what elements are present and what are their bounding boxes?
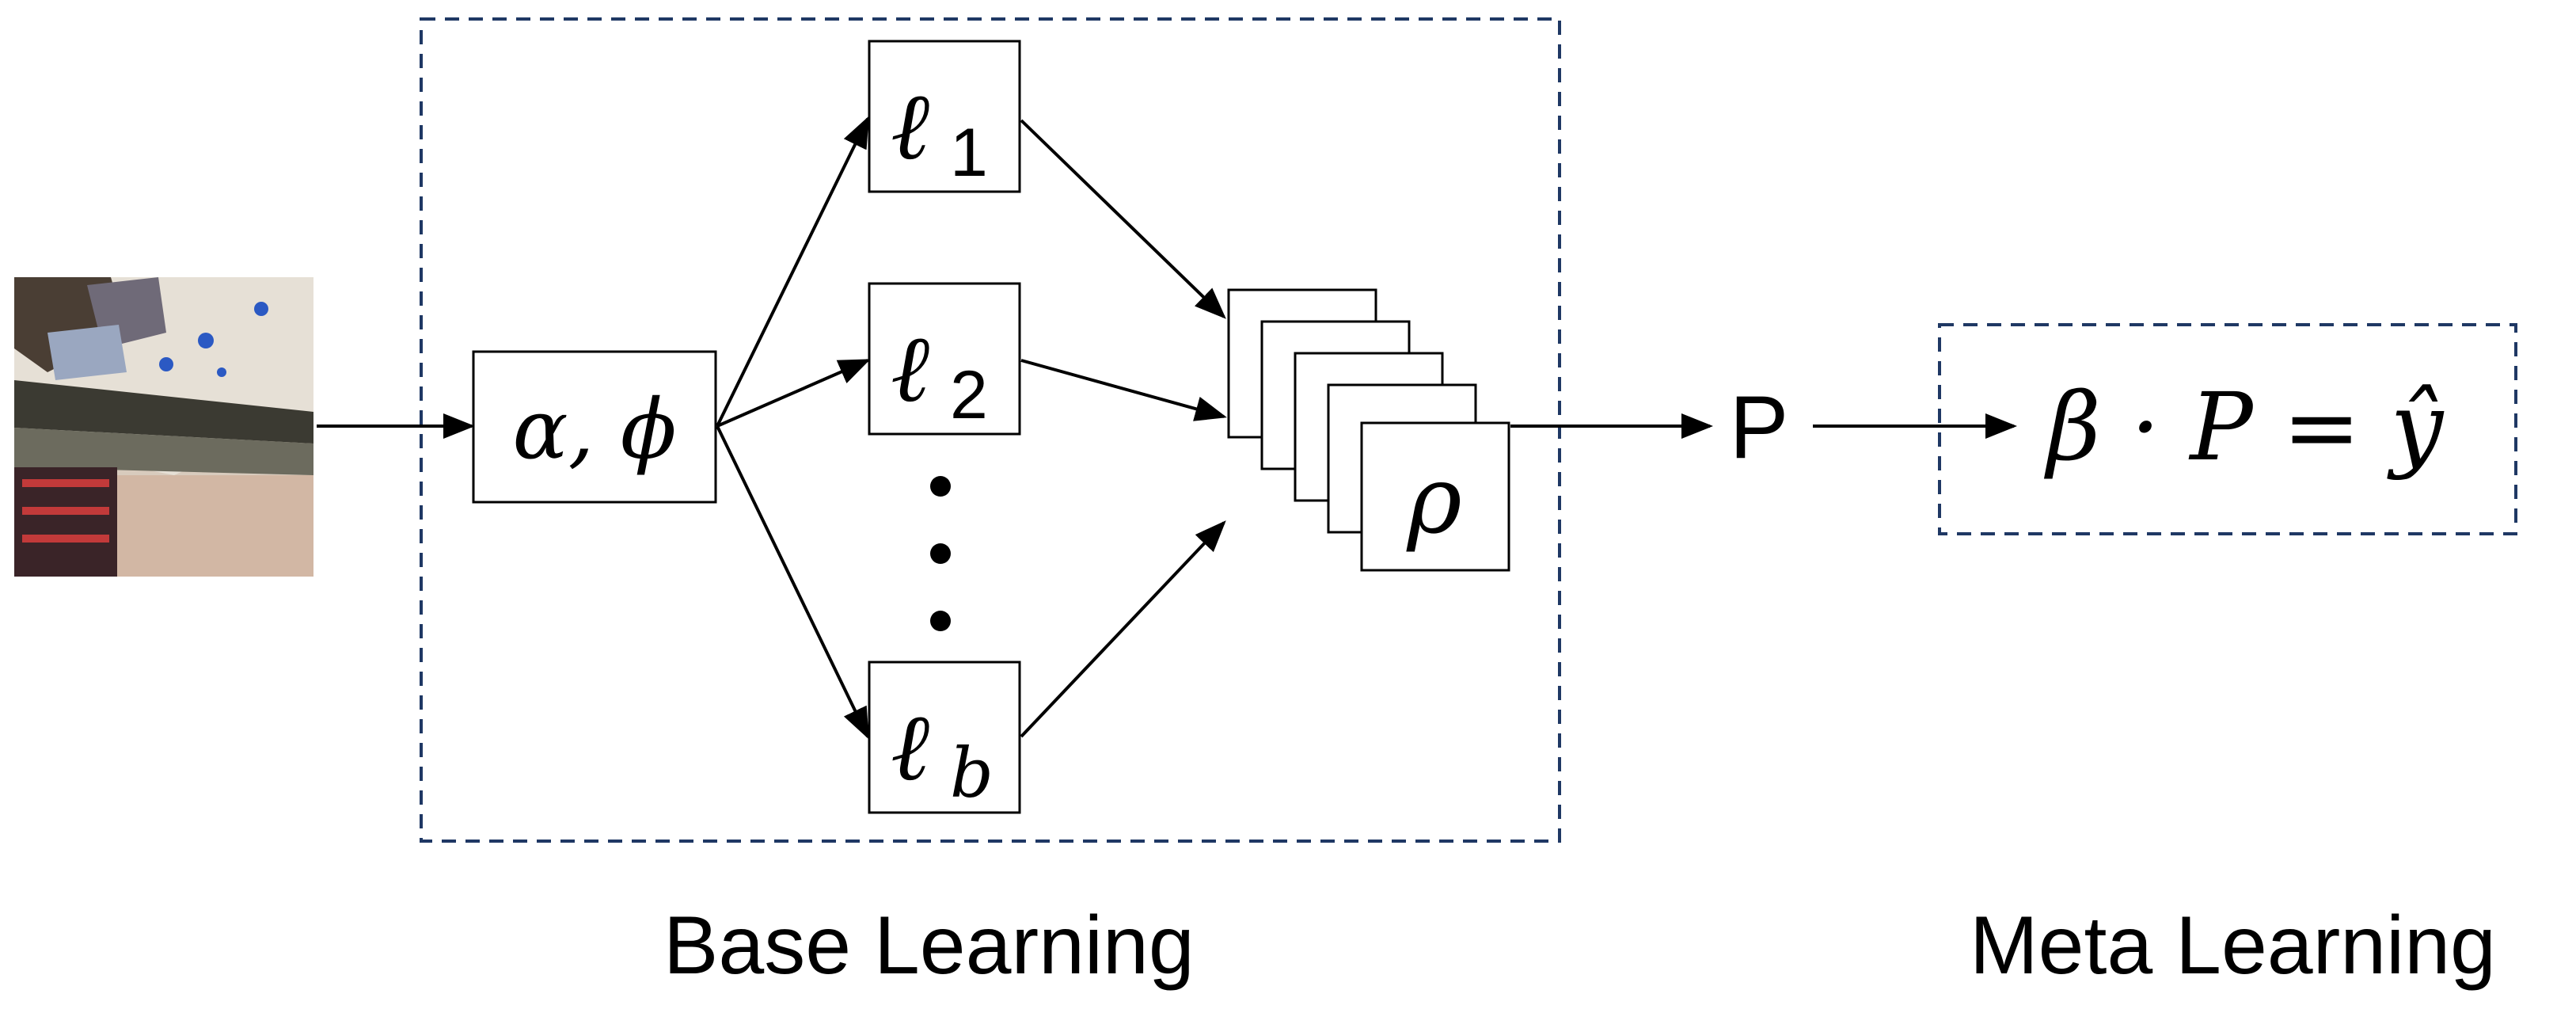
meta-learning-label: Meta Learning (1970, 900, 2496, 992)
learner-b-symbol: ℓ (891, 692, 929, 801)
preprocess-box: α, ϕ (472, 350, 717, 504)
learner-1-symbol: ℓ (891, 71, 929, 181)
learner-2-subscript: 2 (950, 357, 988, 433)
arrow-preprocess-to-learner-2 (716, 359, 871, 428)
arrow-preprocess-to-learner-1 (716, 116, 869, 427)
probability-stack: ρ (1227, 288, 1510, 572)
probability-label: P (1730, 378, 1789, 477)
preprocess-text: α, ϕ (512, 381, 676, 478)
satellite-image-patch-icon (14, 277, 313, 577)
meta-learning-region (1938, 323, 2517, 535)
learner-1-subscript: 1 (950, 115, 988, 191)
arrow-learner-1-to-stack (1020, 119, 1226, 319)
ellipsis-dots (930, 476, 951, 631)
learner-b-subscript: b (950, 734, 994, 813)
base-learning-region (420, 17, 1561, 843)
arrow-learner-b-to-stack (1020, 520, 1226, 738)
arrow-learner-2-to-stack (1020, 359, 1227, 421)
learner-box-1: ℓ 1 (868, 40, 1021, 193)
meta-equation: β · P = ŷ (2044, 372, 2445, 482)
learner-box-2: ℓ 2 (868, 282, 1021, 436)
learner-box-b: ℓ b (868, 661, 1021, 814)
arrow-preprocess-to-learner-b (716, 425, 869, 740)
base-learning-label: Base Learning (663, 900, 1195, 992)
learner-2-symbol: ℓ (891, 314, 929, 423)
stack-symbol: ρ (1405, 445, 1461, 554)
